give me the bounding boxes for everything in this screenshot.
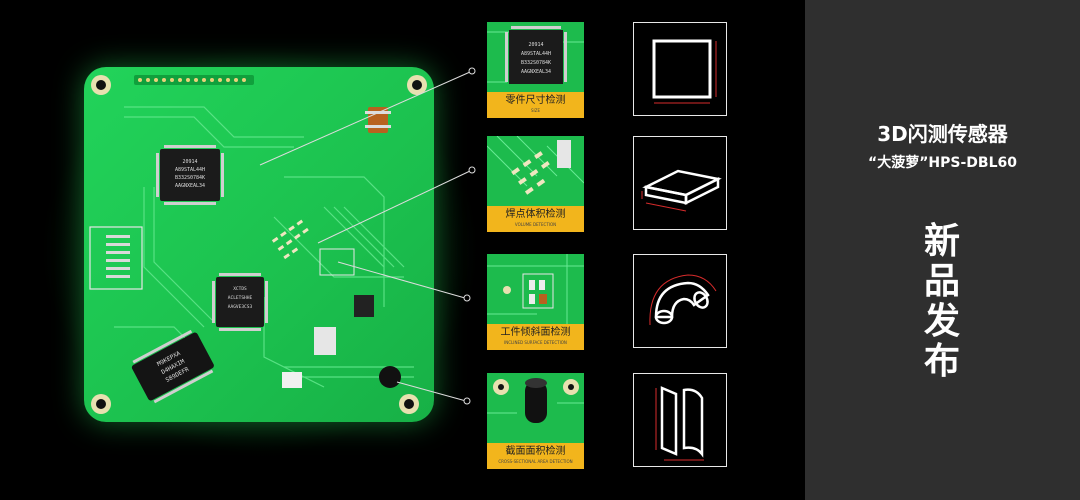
launch-slogan: 新 品 发 布 [922,222,962,382]
cross-section-icon [633,373,727,467]
thumb-caption: 焊点体积检测 VOLUME DETECTION [487,206,584,232]
flat-block-icon [633,136,727,230]
thumb-caption-cn: 截面面积检测 [505,446,566,457]
thumb-caption: 截面面积检测 CROSS-SECTIONAL AREA DETECTION [487,443,584,469]
chip-main-text-4: AAGNXEAL34 [175,183,205,189]
thumb-caption: 零件尺寸检测 SIZE [487,92,584,118]
slogan-char: 品 [923,261,960,302]
chip-bottom-text-1: XCTDS [233,286,247,292]
thumb-inclined-surface-detection: 工件倾斜面检测 INCLINED SURFACE DETECTION [487,254,584,350]
thumb-solder-art [487,136,584,195]
slogan-char: 布 [923,341,960,382]
thumb-caption-en: CROSS-SECTIONAL AREA DETECTION [498,459,573,464]
product-subtitle: “大菠萝”HPS-DBL60 [868,155,1017,171]
thumb-cross-section-art [487,378,584,423]
callout-lines [259,67,476,405]
thumb-chip-text-4: AAGNXEAL34 [521,69,551,75]
thumb-caption-cn: 焊点体积检测 [505,209,566,220]
thumb-chip-text-1: 20914 [528,42,543,48]
thumb-volume-detection: 焊点体积检测 VOLUME DETECTION [487,136,584,232]
chip-bottom-text-2: ACLETSHHE [228,295,253,301]
thumb-caption-en: INCLINED SURFACE DETECTION [504,340,567,345]
thumb-size-detection: 20914 A89STAL44H B332S0784K AAGNXEAL34 零… [487,22,584,118]
square-outline-icon [633,22,727,116]
thumb-caption-cn: 零件尺寸检测 [505,95,566,106]
slogan-char: 新 [923,221,960,262]
pcb-board: 20914 A89STAL44H B332S0784K AAGNXEAL34 X… [84,67,434,422]
chip-main-text-3: B332S0784K [175,175,205,181]
chip-main-text-2: A89STAL44H [175,167,205,173]
thumb-caption-en: SIZE [531,108,540,113]
thumb-inclined-art [487,254,584,324]
slogan-char: 发 [923,301,960,342]
thumb-caption: 工件倾斜面检测 INCLINED SURFACE DETECTION [487,324,584,350]
thumb-caption-cn: 工件倾斜面检测 [500,327,571,338]
thumb-chip-text-2: A89STAL44H [521,51,551,57]
curved-pipe-icon [633,254,727,348]
thumb-chip-text-3: B332S0784K [521,60,551,66]
thumb-caption-en: VOLUME DETECTION [514,222,557,227]
mounting-holes [91,75,427,414]
title-panel: 3D闪测传感器 “大菠萝”HPS-DBL60 新 品 发 布 [805,0,1080,500]
pcb-artwork: 20914 A89STAL44H B332S0784K AAGNXEAL34 X… [89,75,427,414]
chip-main-text-1: 20914 [182,159,197,165]
thumb-chip-art: 20914 A89STAL44H B332S0784K AAGNXEAL34 [487,26,584,84]
thumb-cross-section-detection: 截面面积检测 CROSS-SECTIONAL AREA DETECTION [487,373,584,469]
product-title: 3D闪测传感器 [877,122,1008,146]
chip-bottom-text-3: AAGVE3CS3 [228,304,253,310]
